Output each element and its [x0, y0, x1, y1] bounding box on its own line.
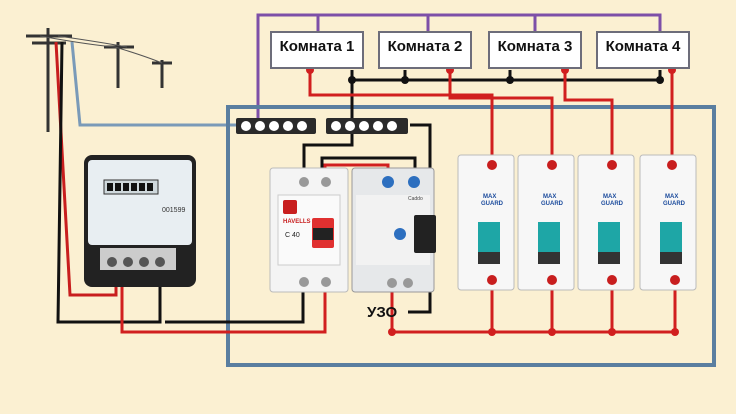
rcd-label: УЗО — [367, 304, 398, 321]
svg-text:MAX: MAX — [603, 194, 616, 200]
mcb-2 — [517, 154, 575, 291]
main-breaker — [269, 167, 349, 293]
room-4-label: Комната 4 — [605, 38, 681, 55]
svg-text:MAX: MAX — [543, 194, 556, 200]
svg-text:GUARD: GUARD — [663, 201, 686, 207]
mcb-group — [457, 154, 697, 291]
rcd-brand: Caddo — [408, 196, 423, 202]
main-breaker-rating: C 40 — [285, 232, 300, 239]
svg-text:MAX: MAX — [665, 194, 678, 200]
meter-serial: 001599 — [162, 207, 185, 214]
room-2-label: Комната 2 — [387, 38, 463, 55]
room-3-box — [488, 31, 582, 69]
room-2-box — [378, 31, 472, 69]
terminal-bus-bars — [236, 118, 408, 134]
svg-text:GUARD: GUARD — [481, 201, 504, 207]
power-line-poles — [26, 28, 172, 132]
mcb-1 — [457, 154, 515, 291]
mcb-1-brand: MAX — [483, 194, 496, 200]
svg-text:GUARD: GUARD — [601, 201, 624, 207]
rcd-device — [351, 167, 436, 293]
mcb-3 — [577, 154, 635, 291]
mcb-4 — [639, 154, 697, 291]
room-1-box — [270, 31, 364, 69]
ground-wires — [256, 13, 662, 120]
room-3-label: Комната 3 — [497, 38, 573, 55]
distribution-panel — [226, 105, 716, 367]
main-breaker-brand: HAVELLS — [283, 219, 311, 225]
room-4-box — [596, 31, 690, 69]
svg-text:GUARD: GUARD — [541, 201, 564, 207]
room-1-label: Комната 1 — [279, 38, 355, 55]
electricity-meter — [84, 155, 196, 287]
